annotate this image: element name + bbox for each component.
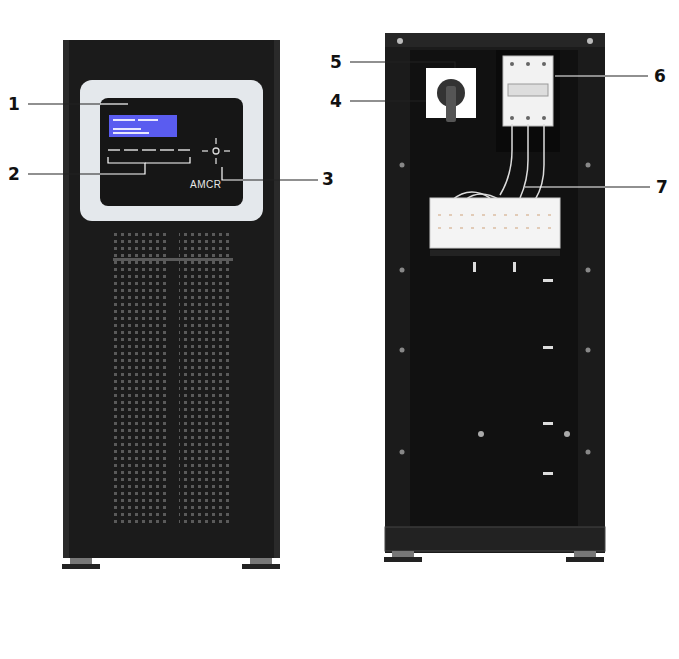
lcd-text-line bbox=[113, 119, 135, 121]
switch-handle bbox=[446, 86, 456, 122]
control-panel bbox=[100, 98, 243, 206]
leader-line bbox=[350, 62, 455, 68]
callout-number: 2 bbox=[8, 166, 20, 183]
nav-key bbox=[215, 138, 216, 144]
cable-tie bbox=[473, 262, 476, 272]
screw bbox=[586, 268, 591, 273]
screw bbox=[586, 348, 591, 353]
control-panel-frame bbox=[80, 80, 263, 221]
leader-lines-dark bbox=[28, 62, 650, 187]
back-cabinet bbox=[385, 33, 605, 553]
mounting-slot bbox=[543, 279, 553, 282]
button bbox=[160, 149, 174, 151]
terminal-row bbox=[438, 215, 552, 216]
leader-line bbox=[28, 173, 100, 174]
callout-number: 1 bbox=[8, 96, 20, 113]
circuit-breaker bbox=[503, 56, 553, 126]
screw bbox=[586, 163, 591, 168]
leader-line bbox=[100, 103, 128, 104]
leader-lines-light bbox=[100, 76, 605, 187]
leader-line bbox=[605, 186, 650, 187]
leader-line bbox=[222, 167, 243, 180]
leader-line bbox=[243, 179, 318, 180]
screw bbox=[400, 450, 405, 455]
leader-line bbox=[350, 100, 426, 101]
brand-logo: AMCR bbox=[190, 180, 221, 190]
wiring bbox=[452, 124, 544, 200]
foot bbox=[242, 564, 280, 569]
din-rail bbox=[430, 250, 560, 256]
lcd-screen bbox=[109, 115, 177, 137]
nav-key bbox=[215, 158, 216, 164]
leader-line bbox=[555, 75, 605, 76]
ok-button bbox=[213, 148, 219, 154]
callout-number: 7 bbox=[656, 179, 668, 196]
button bbox=[124, 149, 138, 151]
function-buttons bbox=[108, 149, 190, 151]
foot bbox=[574, 551, 596, 557]
breaker-terminal bbox=[510, 62, 514, 66]
foot bbox=[62, 564, 100, 569]
terminal-slots bbox=[438, 215, 552, 228]
screw bbox=[400, 268, 405, 273]
screw bbox=[586, 450, 591, 455]
leader-line bbox=[605, 75, 648, 76]
mounting-slot bbox=[543, 422, 553, 425]
screw bbox=[587, 38, 593, 44]
foot bbox=[566, 557, 604, 562]
breaker-toggle bbox=[508, 84, 548, 96]
button bbox=[142, 149, 156, 151]
button bbox=[178, 149, 190, 151]
bracket bbox=[145, 157, 190, 163]
callout-number: 4 bbox=[330, 93, 342, 110]
breaker-terminal bbox=[542, 62, 546, 66]
wire bbox=[500, 124, 512, 195]
callout-number: 6 bbox=[654, 68, 666, 85]
button bbox=[108, 149, 120, 151]
foot bbox=[392, 551, 414, 557]
wire bbox=[535, 124, 544, 200]
front-cabinet bbox=[63, 40, 280, 558]
mounting-slot bbox=[543, 346, 553, 349]
screw bbox=[397, 38, 403, 44]
breaker-terminal bbox=[526, 116, 530, 120]
nav-key bbox=[202, 150, 208, 151]
mounting-slot bbox=[543, 472, 553, 475]
foot bbox=[250, 558, 272, 564]
lcd-text-line bbox=[113, 128, 141, 130]
nav-key bbox=[224, 150, 230, 151]
leader-line bbox=[100, 157, 145, 174]
base-plinth bbox=[385, 527, 605, 551]
callout-number: 5 bbox=[330, 54, 342, 71]
terminal-block bbox=[430, 198, 560, 248]
leader-line bbox=[28, 103, 100, 104]
breaker-terminal bbox=[510, 116, 514, 120]
screw bbox=[400, 163, 405, 168]
lcd-text-line bbox=[138, 119, 158, 121]
breaker-terminal bbox=[542, 116, 546, 120]
cabinet-edge bbox=[274, 40, 280, 558]
screw bbox=[564, 431, 570, 437]
screw bbox=[400, 348, 405, 353]
navigation-keys bbox=[202, 138, 230, 164]
leader-line bbox=[525, 186, 605, 187]
vent-grille bbox=[179, 233, 232, 525]
top-cover bbox=[385, 33, 605, 47]
cable-tie bbox=[513, 262, 516, 272]
lcd-text-line bbox=[113, 132, 149, 134]
cabinet-edge bbox=[63, 40, 69, 558]
foot bbox=[70, 558, 92, 564]
callout-number: 3 bbox=[322, 171, 334, 188]
breaker-terminal bbox=[526, 62, 530, 66]
screw bbox=[478, 431, 484, 437]
terminal-row bbox=[438, 228, 552, 229]
vent-highlight bbox=[113, 258, 233, 261]
vent-grille bbox=[113, 233, 166, 525]
foot bbox=[384, 557, 422, 562]
interior-recess bbox=[410, 50, 578, 526]
